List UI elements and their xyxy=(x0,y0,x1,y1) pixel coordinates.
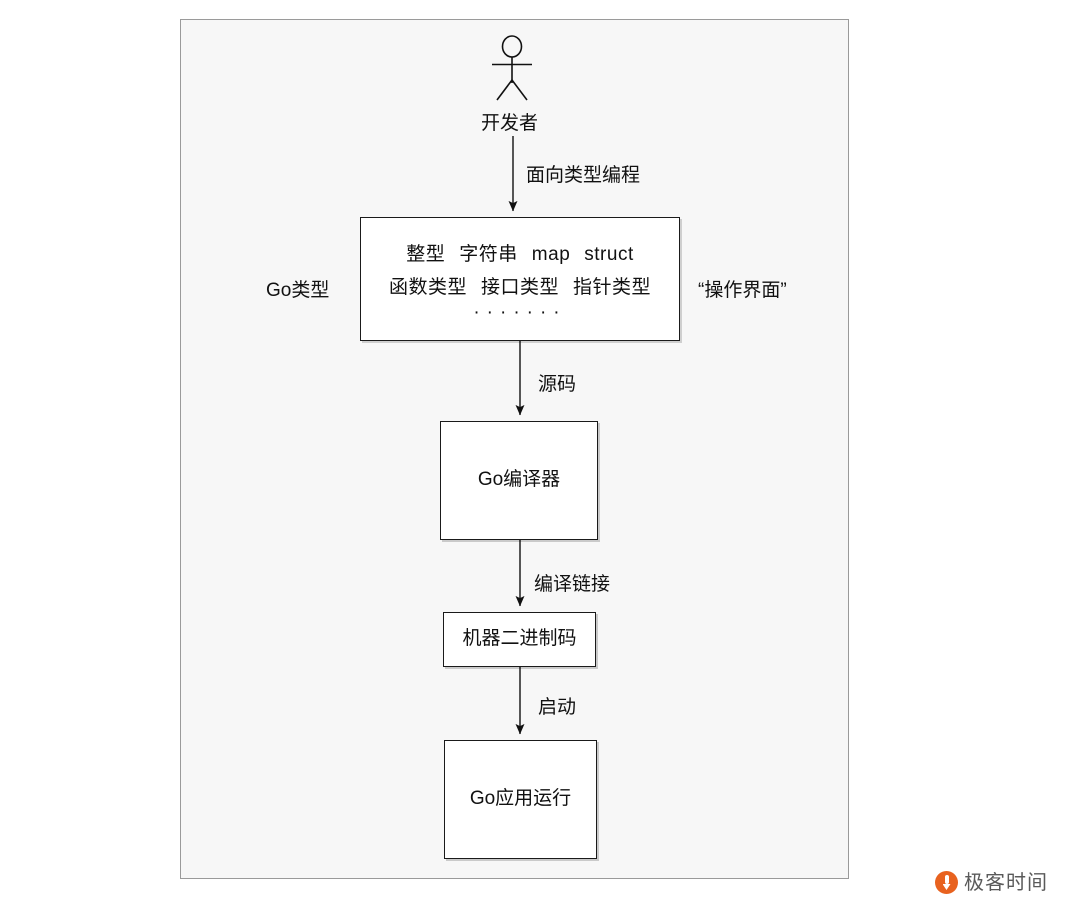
node-machine-binary-label: 机器二进制码 xyxy=(462,628,577,650)
type-item: 指针类型 xyxy=(573,277,652,299)
watermark: 极客时间 xyxy=(935,871,1048,894)
node-go-compiler: Go编译器 xyxy=(440,421,598,540)
node-go-app-runtime: Go应用运行 xyxy=(444,740,597,859)
node-go-compiler-label: Go编译器 xyxy=(477,469,561,491)
type-item: 字符串 xyxy=(459,244,518,266)
node-machine-binary: 机器二进制码 xyxy=(443,612,596,667)
geekbang-logo-icon xyxy=(935,871,958,894)
type-item: map xyxy=(531,244,571,266)
node-go-types-box: 整型字符串 map struct 函数类型接口类型指针类型 ······· xyxy=(360,217,680,341)
type-item: 接口类型 xyxy=(480,277,559,299)
type-item: 整型 xyxy=(406,244,446,266)
actor-caption: 开发者 xyxy=(481,113,539,134)
edge-label-type-oriented-programming: 面向类型编程 xyxy=(526,165,641,186)
go-types-row-composite: 函数类型接口类型指针类型 xyxy=(382,272,658,299)
go-types-row-primary: 整型字符串 map struct xyxy=(399,239,640,266)
edge-label-startup: 启动 xyxy=(538,697,577,718)
annotation-operation-interface: “操作界面” xyxy=(698,280,787,301)
go-types-ellipsis: ······· xyxy=(473,302,567,324)
type-item: 函数类型 xyxy=(388,277,467,299)
type-item: struct xyxy=(584,244,634,266)
node-go-app-runtime-label: Go应用运行 xyxy=(469,788,572,810)
watermark-label: 极客时间 xyxy=(964,871,1048,894)
annotation-go-types: Go类型 xyxy=(266,280,330,301)
edge-label-compile-link: 编译链接 xyxy=(534,574,611,595)
edge-label-source-code: 源码 xyxy=(538,374,577,395)
